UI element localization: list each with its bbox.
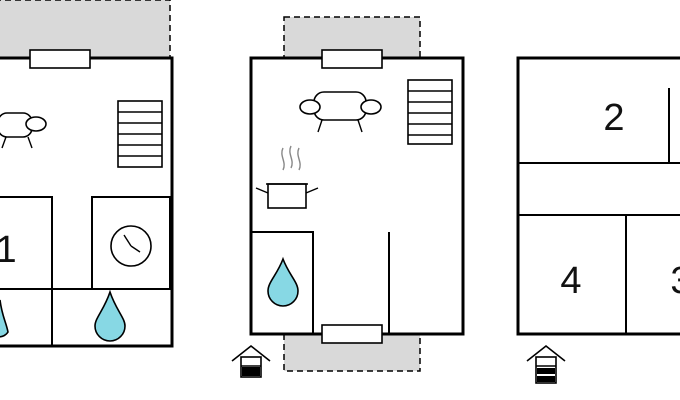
window-middle-bottom [321,324,383,344]
sofa-icon [0,112,47,149]
sofa-icon [299,91,382,133]
room-2-label: 2 [603,97,624,139]
water-drop-icon [94,289,126,342]
stairs-icon [407,79,453,145]
terrace-top-left [0,0,171,59]
window-left-top [29,49,91,69]
entrance-icon [231,344,271,378]
water-drop-icon [0,299,9,338]
room-4-label: 4 [560,260,581,302]
outer-wall-right [516,56,680,336]
room-3-label: 3 [670,260,680,302]
window-middle-top [321,49,383,69]
floor-plan-middle [231,16,465,378]
water-drop-icon [267,256,299,307]
bathroom-middle [250,231,314,335]
entrance-icon [526,344,566,384]
clock-icon [110,225,152,267]
stairs-icon [117,100,163,168]
room-1-label: 1 [0,229,17,271]
cooking-pot-icon [255,145,319,209]
floor-plan-right: 2 4 3 [516,56,680,384]
floor-plan-left: 1 [0,0,174,348]
